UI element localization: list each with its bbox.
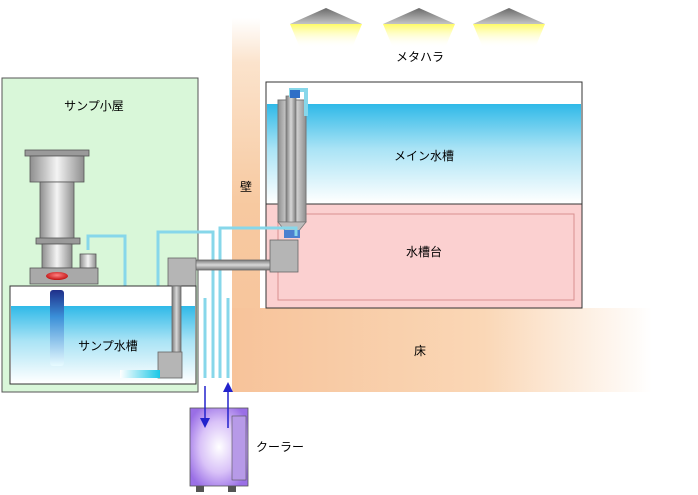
overflow-standpipe (285, 95, 297, 233)
flow-arrow-up-icon (223, 382, 233, 428)
drain-outlet-flow (120, 370, 160, 378)
sump-tank-label: サンプ水槽 (78, 339, 138, 353)
cooler-label: クーラー (256, 440, 304, 454)
tank-stand-label: 水槽台 (406, 244, 442, 259)
drain-pipe-vertical (171, 285, 182, 355)
valve-red (46, 272, 68, 280)
cooler (189, 407, 249, 492)
main-tank-water (267, 104, 581, 203)
drain-elbow-sump (167, 257, 197, 289)
main-tank-label: メイン水槽 (394, 149, 454, 163)
pump-suction (50, 290, 64, 366)
flow-arrow-down-icon (200, 386, 210, 428)
overflow-elbow (290, 90, 300, 98)
return-pipes (86, 226, 298, 378)
lamp-icon (290, 8, 362, 48)
wall-label: 壁 (240, 179, 252, 194)
drain-outlet-elbow (157, 351, 183, 379)
lamp-icon (383, 8, 455, 48)
floor (232, 308, 652, 392)
drain-elbow-main (269, 239, 299, 273)
metal-halide-label: メタハラ (396, 50, 444, 64)
sump-room-label: サンプ小屋 (64, 99, 124, 113)
overflow-outlet-fitting (284, 230, 300, 238)
floor-label: 床 (414, 344, 426, 358)
protein-skimmer (24, 149, 99, 285)
lamp-icon (473, 8, 545, 48)
